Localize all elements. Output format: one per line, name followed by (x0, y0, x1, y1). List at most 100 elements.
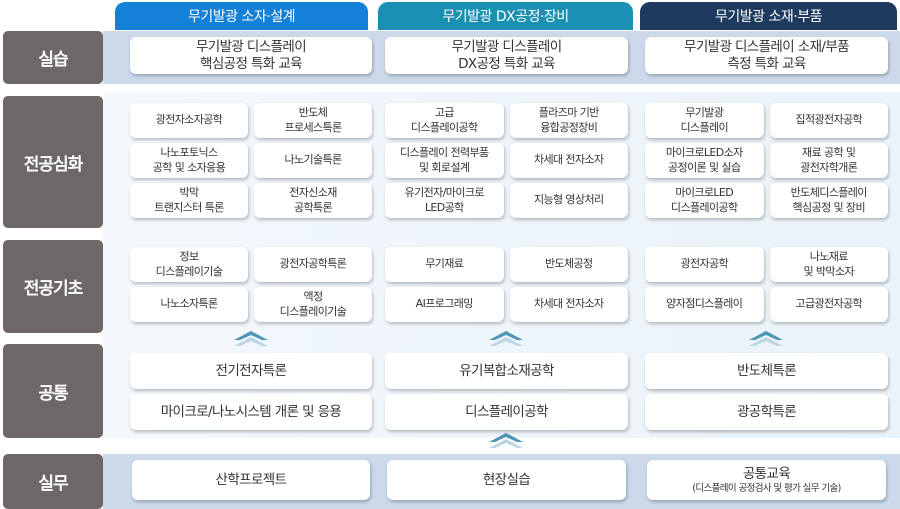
course-label-line: 양자점디스플레이 (666, 297, 743, 311)
basic-course-box: 반도체공정 (509, 247, 628, 282)
up-chevron-icon (489, 331, 523, 347)
course-label-line: 디스플레이 (680, 120, 729, 134)
course-label-line: 액정 (303, 289, 323, 303)
course-label-line: 무기재료 (425, 257, 464, 271)
course-label-line: 디스플레이공학 (670, 200, 738, 214)
basic-course-box: AI프로그래밍 (385, 287, 504, 322)
course-label-line: 차세대 전자소자 (533, 153, 604, 167)
row-label-basic: 전공기초 (3, 240, 103, 333)
course-label-line: 나노재료 (809, 249, 849, 263)
course-label-line: 무기발광 (685, 105, 724, 119)
basic-course-box: 양자점디스플레이 (645, 287, 764, 322)
common-course-box: 반도체특론 (645, 353, 888, 389)
advanced-course-box: 광전자소자공학 (130, 103, 248, 138)
field-course-title: 현장실습 (482, 471, 531, 488)
basic-course-box: 차세대 전자소자 (509, 287, 628, 322)
course-label-line: 전자신소재 (289, 185, 337, 199)
column-header-dx-process: 무기발광 DX공정·장비 (378, 2, 633, 30)
course-label-line: 반도체 (298, 105, 328, 119)
column-header-device: 무기발광 소자·설계 (115, 2, 368, 30)
course-label-line: 광전자학개론 (800, 160, 858, 174)
course-label-line: 마이크로LED소자 (665, 145, 743, 159)
course-label-line: 재료 공학 및 (802, 145, 856, 159)
course-label-line: 박막 (179, 185, 199, 199)
common-course-box: 전기전자특론 (130, 353, 372, 389)
course-label-line: 무기발광 디스플레이 (451, 38, 562, 55)
common-course-box: 광공학특론 (645, 394, 888, 430)
column-header-materials: 무기발광 소재·부품 (640, 2, 897, 30)
field-course-title: 공통교육 (742, 465, 791, 482)
advanced-course-box: 집적광전자공학 (769, 103, 888, 138)
course-label-line: 고급광전자공학 (795, 297, 863, 311)
field-course-subtitle: (디스플레이 공정검사 및 평가 실무 기술) (692, 482, 841, 494)
course-label-line: 무기발광 디스플레이 소재/부품 (684, 38, 850, 55)
advanced-course-box: 나노기술특론 (254, 143, 372, 178)
course-label-line: 플라즈마 기반 (538, 105, 600, 119)
up-chevron-icon (234, 331, 268, 347)
course-label-line: 디스플레이기술 (279, 304, 347, 318)
course-label-line: 측정 특화 교육 (727, 55, 806, 72)
course-label-line: AI프로그래밍 (415, 297, 474, 311)
up-chevron-icon (749, 331, 783, 347)
course-label-line: 나노포토닉스 (160, 145, 218, 159)
course-label-line: 광전자소자공학 (155, 113, 223, 127)
course-label-line: 무기발광 디스플레이 (195, 38, 307, 55)
course-label-line: 지능형 영상처리 (533, 193, 604, 207)
course-label-line: 고급 (434, 105, 455, 119)
common-course-box: 마이크로/나노시스템 개론 및 응용 (130, 394, 372, 430)
advanced-course-box: 지능형 영상처리 (509, 183, 628, 218)
course-label-line: LED공학 (424, 200, 464, 214)
course-label-line: 트랜지스터 특론 (154, 200, 224, 214)
course-label-line: 및 박막소자 (803, 264, 855, 278)
basic-course-box: 광전자공학 (645, 247, 764, 282)
course-label-line: 디스플레이 전력부품 (399, 145, 489, 159)
row-label-advanced: 전공심화 (3, 96, 103, 228)
field-course-box: 산학프로젝트 (132, 460, 370, 500)
course-label-line: 핵심공정 특화 교육 (200, 55, 303, 72)
row-label-field: 실무 (3, 454, 103, 509)
common-course-box: 유기복합소재공학 (385, 353, 628, 389)
course-label-line: 집적광전자공학 (795, 113, 863, 127)
course-label-line: 마이크로LED (675, 185, 734, 199)
course-label-line: 공정이론 및 실습 (668, 160, 741, 174)
course-label-line: 반도체디스플레이 (790, 185, 868, 199)
basic-course-box: 고급광전자공학 (769, 287, 888, 322)
course-label-line: 디스플레이공학 (410, 120, 478, 134)
row-label-practice: 실습 (3, 31, 103, 84)
basic-course-box: 광전자공학특론 (254, 247, 372, 282)
course-label-line: 및 회로설계 (419, 160, 470, 174)
basic-course-box: 무기재료 (385, 247, 504, 282)
course-label-line: 나노소자특론 (160, 297, 218, 311)
course-label-line: 핵심공정 및 장비 (792, 200, 866, 214)
advanced-course-box: 차세대 전자소자 (509, 143, 628, 178)
field-course-box: 현장실습 (387, 460, 626, 500)
course-label-line: DX공정 특화 교육 (458, 55, 555, 72)
course-label-line: 프로세스특론 (284, 120, 342, 134)
course-label-line: 공학특론 (293, 200, 333, 214)
course-label-line: 융합공정장비 (540, 120, 598, 134)
course-label-line: 반도체공정 (544, 257, 593, 271)
course-label-line: 차세대 전자소자 (533, 297, 604, 311)
course-label-line: 광전자공학 (680, 257, 729, 271)
course-label-line: 정보 (179, 249, 199, 263)
field-course-title: 산학프로젝트 (215, 471, 288, 488)
basic-course-box: 나노소자특론 (130, 287, 248, 322)
course-label-line: 나노기술특론 (284, 153, 342, 167)
